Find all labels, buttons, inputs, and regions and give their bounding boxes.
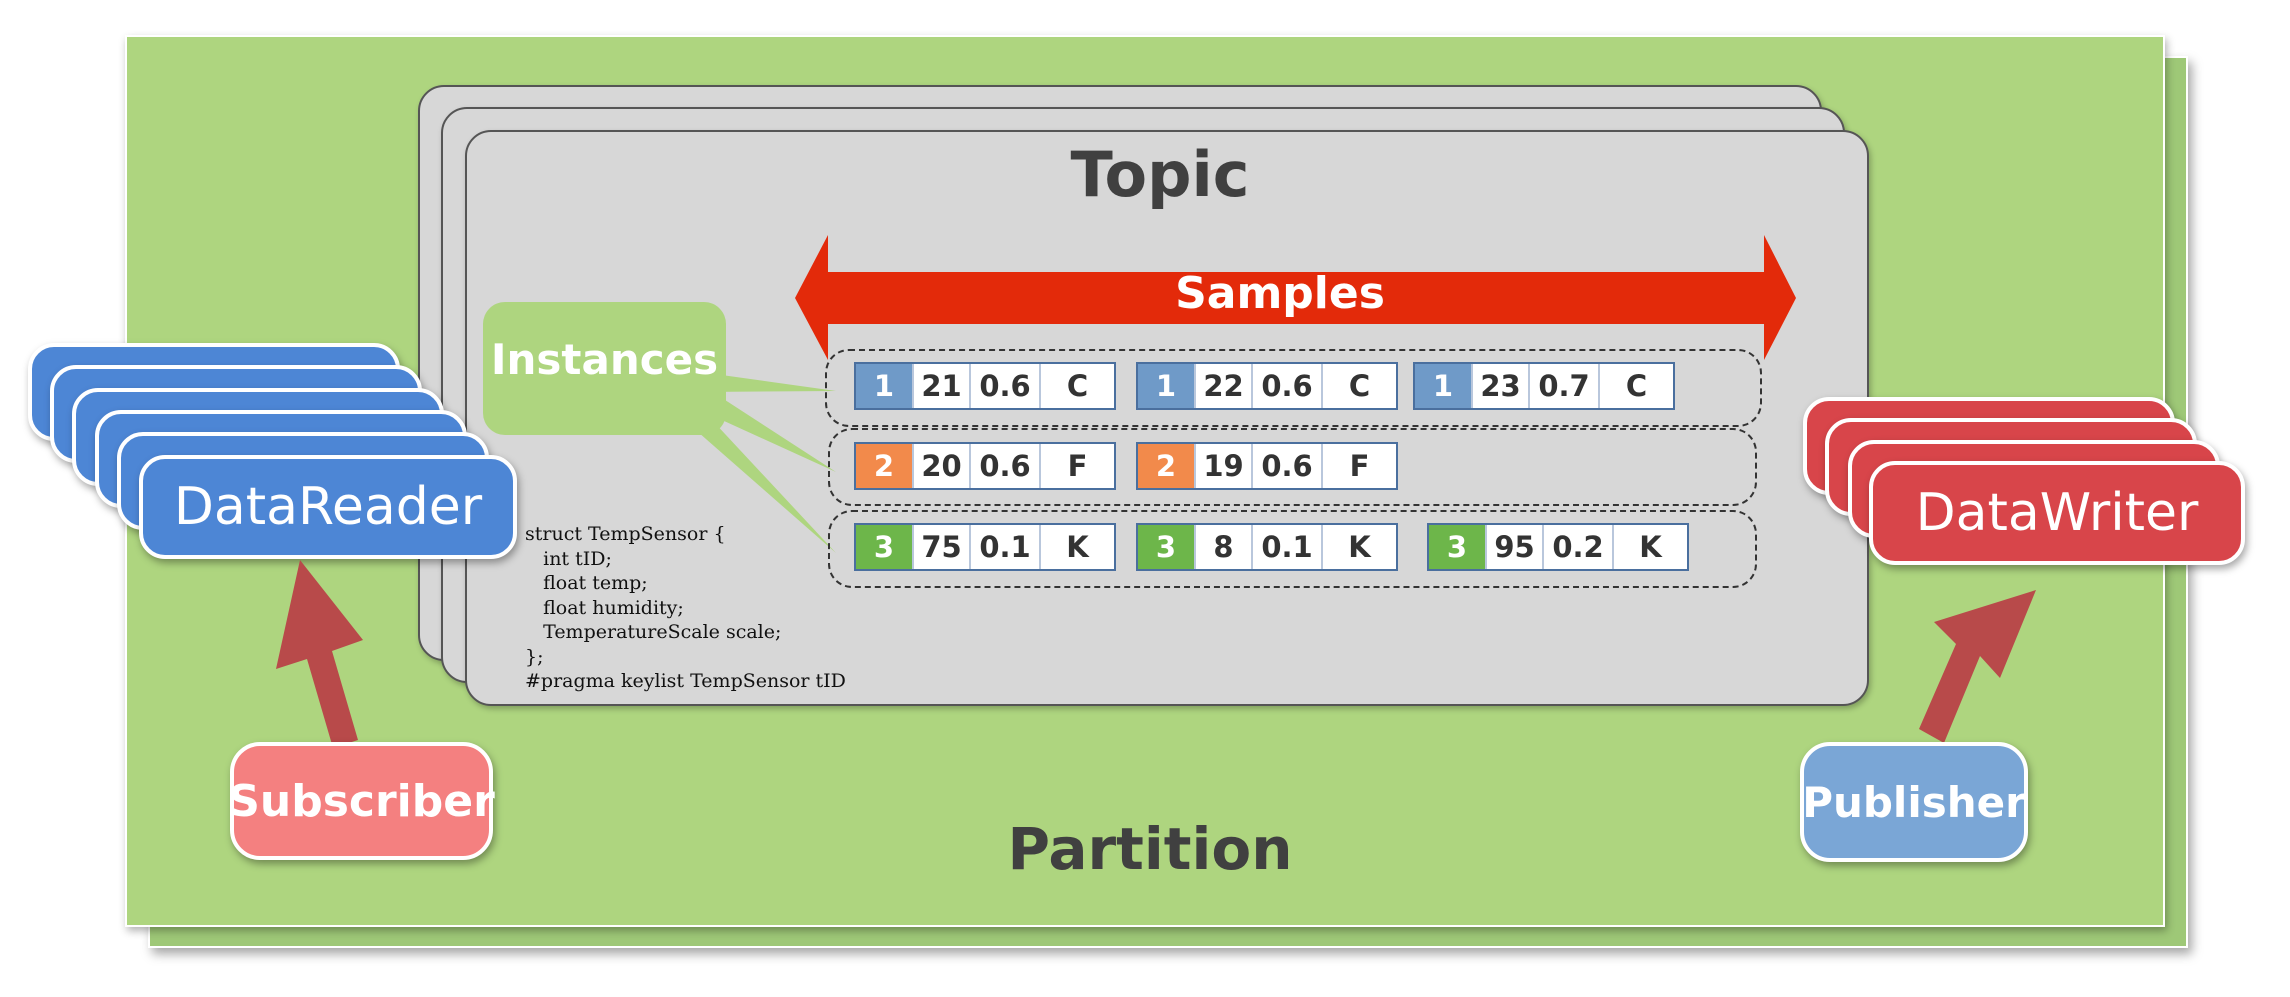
instances-bubble — [483, 302, 726, 435]
sample-record: 2 20 0.6 F — [854, 442, 1116, 490]
sample-key: 2 — [856, 444, 914, 488]
sample-value: 0.2 — [1544, 525, 1614, 569]
sample-value: F — [1067, 449, 1088, 483]
sample-key: 1 — [1138, 364, 1196, 408]
sample-value: K — [1348, 530, 1371, 564]
data-writer-label: DataWriter — [1915, 483, 2199, 543]
code-line: float humidity; — [525, 596, 684, 619]
data-reader-label: DataReader — [173, 477, 483, 537]
publisher-to-writer-arrow — [1919, 590, 2036, 743]
sample-value: K — [1639, 530, 1662, 564]
sample-value: 75 — [914, 525, 971, 569]
sample-value: 0.6 — [1253, 444, 1323, 488]
sample-value: K — [1066, 530, 1089, 564]
sample-record: 3 95 0.2 K — [1427, 523, 1689, 571]
sample-value: 95 — [1487, 525, 1544, 569]
subscriber-to-reader-arrow — [276, 560, 363, 748]
sample-key: 3 — [1429, 525, 1487, 569]
sample-record: 3 75 0.1 K — [854, 523, 1116, 571]
instance-pointer-row-3 — [690, 420, 836, 553]
sample-value: 0.6 — [971, 444, 1041, 488]
sample-record: 1 23 0.7 C — [1413, 362, 1675, 410]
instance-row-1 — [825, 349, 1762, 427]
sample-value: 0.7 — [1530, 364, 1600, 408]
samples-arrow — [795, 235, 1796, 360]
code-line: float temp; — [525, 572, 648, 594]
sample-value: 0.6 — [971, 364, 1041, 408]
sample-value: F — [1349, 449, 1370, 483]
sample-key: 1 — [1415, 364, 1473, 408]
sample-key: 3 — [1138, 525, 1196, 569]
sample-value: C — [1625, 369, 1648, 403]
code-line: struct TempSensor { — [525, 523, 726, 545]
publisher[interactable]: Publisher — [1800, 742, 2028, 862]
sample-key: 2 — [1138, 444, 1196, 488]
type-definition-code: struct TempSensor { int tID; float temp;… — [525, 522, 846, 694]
sample-value: 0.1 — [1253, 525, 1323, 569]
instance-pointer-row-2 — [700, 398, 836, 472]
sample-value: 19 — [1196, 444, 1253, 488]
instance-row-2 — [828, 428, 1757, 506]
data-reader[interactable]: DataReader — [139, 455, 517, 559]
sample-value: 0.6 — [1253, 364, 1323, 408]
code-line: #pragma keylist TempSensor tID — [525, 670, 846, 692]
partition-label: Partition — [1007, 815, 1293, 883]
publisher-label: Publisher — [1802, 777, 2026, 827]
sample-value: 21 — [914, 364, 971, 408]
subscriber[interactable]: Subscriber — [228, 742, 495, 860]
samples-label: Samples — [1175, 268, 1385, 319]
instances-label: Instances — [490, 335, 719, 384]
sample-record: 3 8 0.1 K — [1136, 523, 1398, 571]
sample-value: C — [1348, 369, 1371, 403]
sample-value: 8 — [1196, 525, 1253, 569]
sample-value: 22 — [1196, 364, 1253, 408]
sample-value: 20 — [914, 444, 971, 488]
topic-title: Topic — [1070, 138, 1250, 211]
instance-row-3 — [828, 510, 1757, 588]
subscriber-label: Subscriber — [228, 775, 495, 827]
instance-pointer-row-1 — [700, 372, 836, 392]
data-writer[interactable]: DataWriter — [1869, 461, 2245, 565]
sample-record: 1 21 0.6 C — [854, 362, 1116, 410]
sample-key: 1 — [856, 364, 914, 408]
sample-record: 1 22 0.6 C — [1136, 362, 1398, 410]
sample-key: 3 — [856, 525, 914, 569]
sample-record: 2 19 0.6 F — [1136, 442, 1398, 490]
sample-value: 0.1 — [971, 525, 1041, 569]
code-line: }; — [525, 645, 544, 668]
code-line: int tID; — [525, 547, 612, 570]
sample-value: 23 — [1473, 364, 1530, 408]
sample-value: C — [1066, 369, 1089, 403]
code-line: TemperatureScale scale; — [525, 621, 782, 643]
